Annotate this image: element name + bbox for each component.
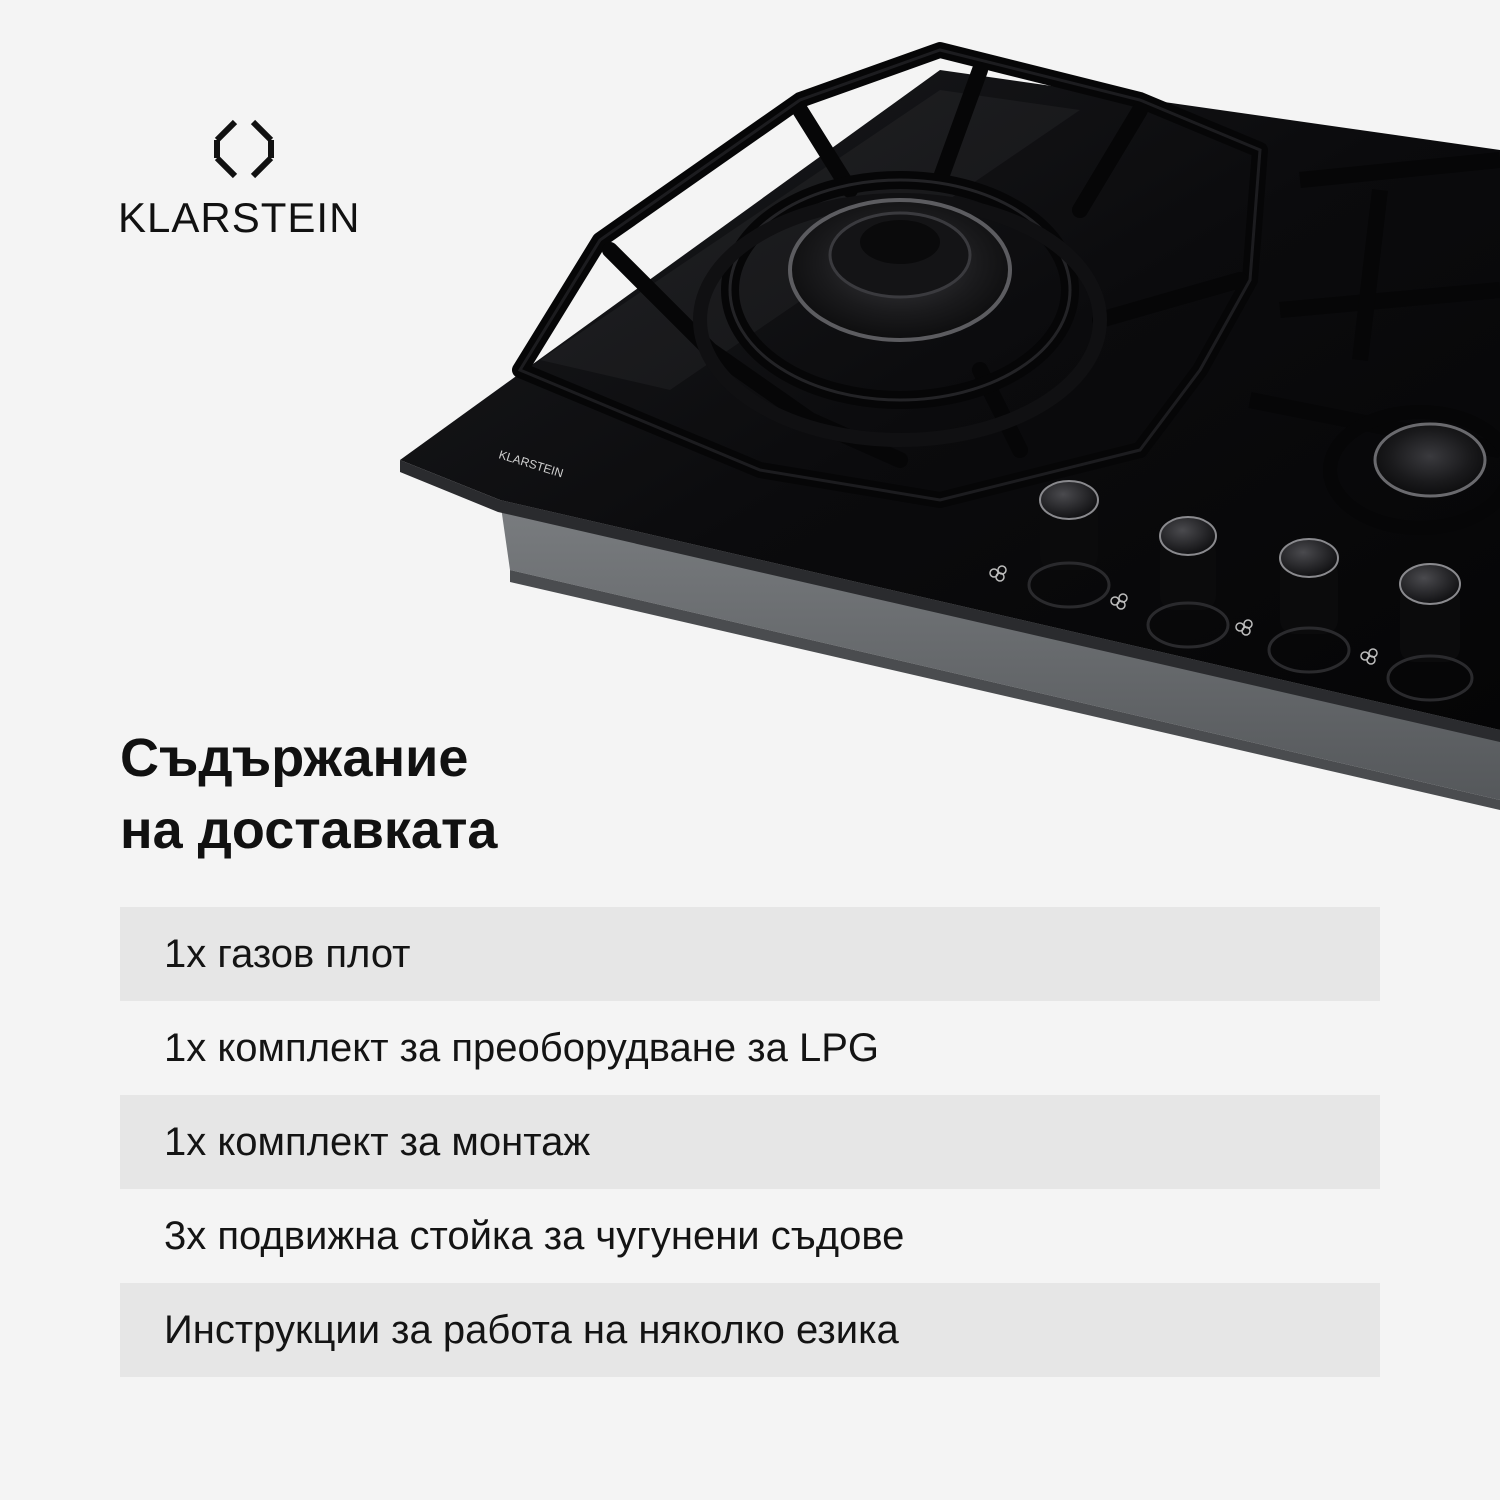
brand-block: KLARSTEIN <box>118 118 388 241</box>
heading-line-2: на доставката <box>120 800 498 860</box>
list-item: 1x газов плот <box>120 907 1380 1001</box>
list-item: Инструкции за работа на няколко езика <box>120 1283 1380 1377</box>
octagon-diamond-logo-icon <box>214 119 274 179</box>
knob-1 <box>1027 480 1111 609</box>
knob-3 <box>1267 538 1351 674</box>
list-item: 1x комплект за монтаж <box>120 1095 1380 1189</box>
knob-4 <box>1386 563 1474 702</box>
list-item: 3x подвижна стойка за чугунени съдове <box>164 1214 905 1258</box>
knob-2 <box>1146 516 1230 649</box>
brand-wordmark: KLARSTEIN <box>118 194 361 241</box>
heading-line-1: Съдържание <box>120 728 469 788</box>
delivery-items-list: 1x газов плот 1x комплект за преоборудва… <box>120 907 1380 1377</box>
delivery-contents-heading: Съдържание на доставката <box>120 722 497 866</box>
product-image-gas-hob: KLARSTEIN <box>380 30 1500 810</box>
gas-hob-illustration: KLARSTEIN <box>400 42 1500 810</box>
small-burner <box>1323 405 1500 535</box>
main-burner <box>693 171 1107 447</box>
list-item: 1x комплект за преоборудване за LPG <box>164 1026 879 1070</box>
hob-metal-tray <box>500 500 1500 800</box>
control-knobs <box>989 480 1474 702</box>
